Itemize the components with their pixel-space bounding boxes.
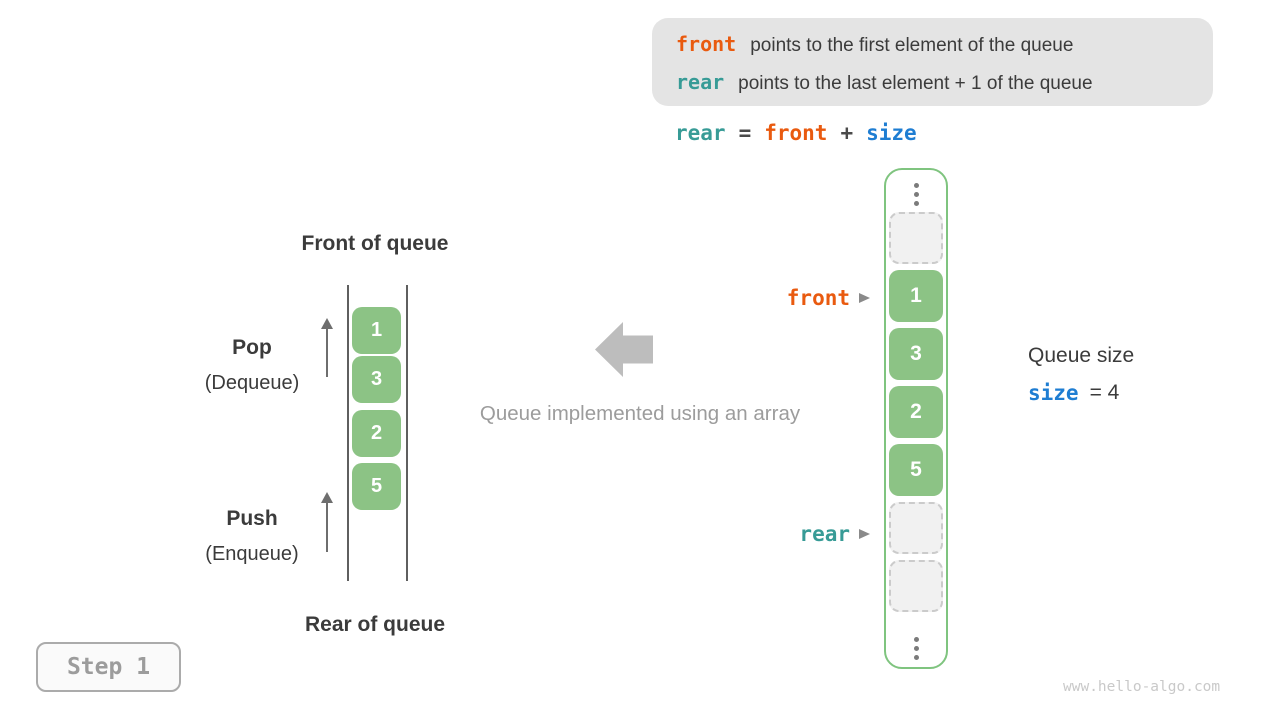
info-keyword: rear <box>676 70 725 94</box>
rear-pointer: rear <box>799 520 870 548</box>
rear-of-queue-label: Rear of queue <box>304 613 446 636</box>
array-cell-empty <box>889 502 943 554</box>
front-pointer-label: front <box>786 286 850 310</box>
queue-element: 1 <box>352 307 401 354</box>
array-container: 1 3 2 5 <box>884 168 948 669</box>
array-cell-value: 1 <box>889 270 943 322</box>
formula-token: size <box>866 121 917 145</box>
watermark: www.hello-algo.com <box>1063 679 1221 695</box>
queue-channel-left-wall <box>347 285 349 581</box>
formula-token: front <box>764 121 828 145</box>
info-line: rear points to the last element + 1 of th… <box>676 64 1213 102</box>
array-cell-empty <box>889 212 943 264</box>
step-badge: Step 1 <box>36 642 181 692</box>
size-value: = 4 <box>1089 381 1120 404</box>
info-line: front points to the first element of the … <box>676 26 1213 64</box>
queue-element: 3 <box>352 356 401 403</box>
info-box: front points to the first element of the … <box>652 18 1213 106</box>
dequeue-label: (Dequeue) <box>204 372 300 394</box>
array-cell-empty <box>889 560 943 612</box>
formula-token: = <box>738 121 752 145</box>
front-pointer: front <box>787 284 870 312</box>
array-implementation-caption: Queue implemented using an array <box>479 402 801 425</box>
ellipsis-dots-icon <box>913 176 919 212</box>
queue-element: 5 <box>352 463 401 510</box>
formula-rear-front-size: rear = front + size <box>675 121 917 145</box>
array-cell-value: 3 <box>889 328 943 380</box>
ellipsis-dots-icon <box>913 630 919 666</box>
push-up-arrow-icon <box>320 492 334 552</box>
info-text: points to the first element of the queue <box>750 35 1074 56</box>
formula-token: + <box>840 121 854 145</box>
pop-up-arrow-icon <box>320 318 334 377</box>
queue-size-title: Queue size <box>1028 344 1135 367</box>
left-block-arrow-icon <box>595 322 653 377</box>
info-keyword: front <box>676 32 737 56</box>
push-label: Push <box>226 507 278 530</box>
front-of-queue-label: Front of queue <box>301 232 449 255</box>
rear-pointer-arrow-icon <box>859 529 870 539</box>
pop-label: Pop <box>232 336 272 359</box>
size-variable: size <box>1028 381 1079 405</box>
queue-channel-right-wall <box>406 285 408 581</box>
queue-size-block: Queue size size = 4 <box>1028 344 1134 405</box>
array-cell-value: 5 <box>889 444 943 496</box>
queue-element: 2 <box>352 410 401 457</box>
enqueue-label: (Enqueue) <box>205 543 299 565</box>
formula-token: rear <box>675 121 726 145</box>
info-text: points to the last element + 1 of the qu… <box>738 73 1093 94</box>
rear-pointer-label: rear <box>799 522 850 546</box>
array-cell-value: 2 <box>889 386 943 438</box>
front-pointer-arrow-icon <box>859 293 870 303</box>
